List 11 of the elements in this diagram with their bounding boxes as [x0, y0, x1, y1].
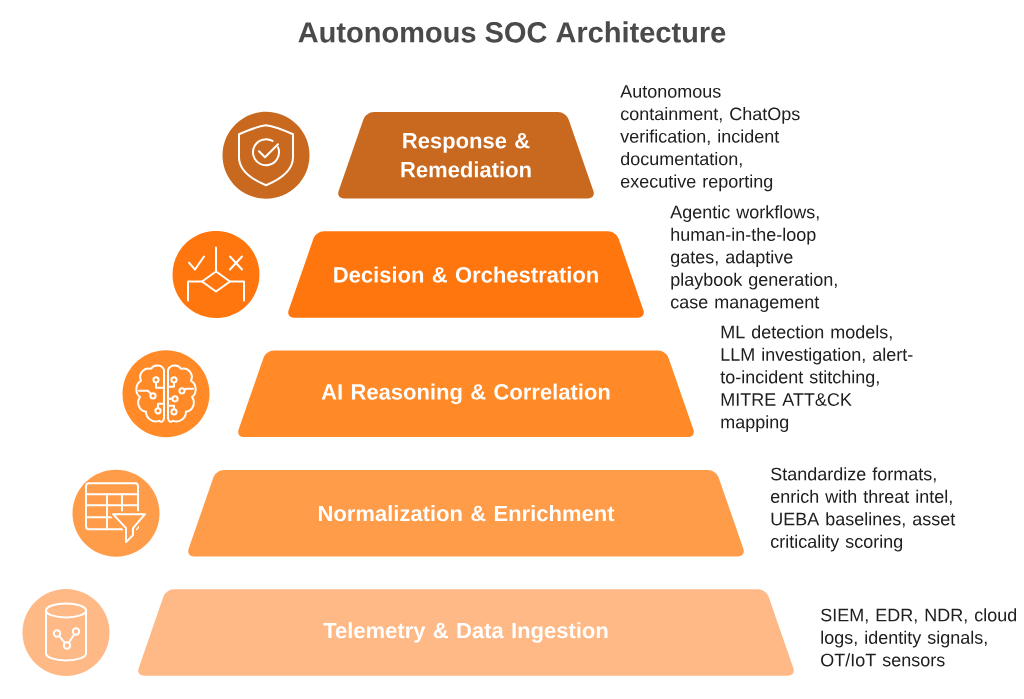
pyramid-layer: Decision & Orchestration	[288, 231, 644, 318]
pyramid-layer: Response & Remediation	[338, 112, 594, 199]
description-text: SIEM, EDR, NDR, cloud logs, identity signals, OT/IoT sensors	[821, 608, 1017, 667]
description-text: Autonomous containment, ChatOps verification, incident documentation, executive reporting	[620, 85, 800, 192]
pyramid-layer: AI Reasoning & Correlation	[238, 350, 694, 438]
description-text: Agentic workflows, human-in-the-loop gates, adaptive playbook generation, case management	[670, 205, 837, 312]
description-text: ML detection models, LLM investigation, alert-to-incident stitching, MITRE ATT&CK mapping	[720, 325, 913, 432]
description-text: Standardize formats, enrich with threat intel, UEBA baselines, asset criticality scoring	[771, 467, 956, 552]
title: Autonomous SOC Architecture	[298, 21, 726, 43]
pyramid-layer: Telemetry & Data Ingestion	[138, 589, 794, 676]
pyramid-layer: Normalization & Enrichment	[188, 469, 744, 557]
